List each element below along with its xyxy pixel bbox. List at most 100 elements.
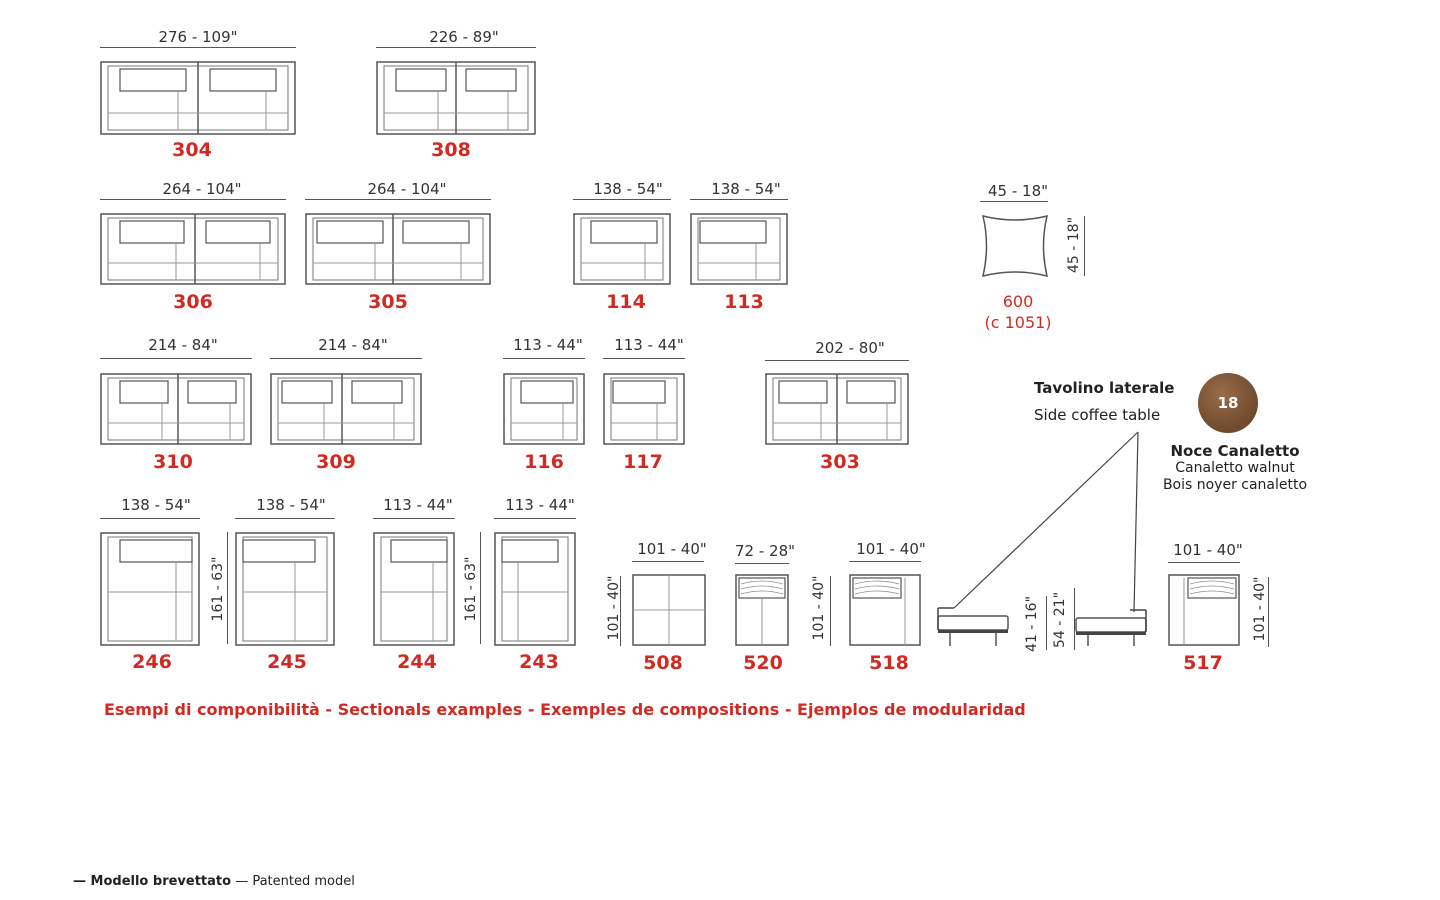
dimension-line — [100, 199, 286, 200]
model-code: 117 — [623, 451, 663, 473]
model-code: 508 — [643, 652, 683, 674]
sofa-drawing — [270, 373, 422, 445]
model-code: 113 — [724, 291, 764, 313]
table-top-drawing — [981, 214, 1049, 278]
dimension-line-vertical — [1074, 588, 1075, 650]
dimension-label: 264 - 104" — [367, 180, 447, 198]
dimension-line — [765, 360, 909, 361]
chaise-drawing — [100, 532, 200, 646]
finish-name-it: Noce Canaletto — [1170, 442, 1300, 460]
dimension-label-vertical: 101 - 40" — [1252, 576, 1268, 642]
model-code: 306 — [173, 291, 213, 313]
dimension-line — [849, 561, 921, 562]
chaise-drawing — [494, 532, 576, 646]
dimension-line-vertical — [1084, 216, 1085, 276]
back-module-drawing — [735, 574, 789, 646]
model-code: 600 — [1002, 292, 1034, 311]
model-code: 303 — [820, 451, 860, 473]
dimension-line — [100, 358, 252, 359]
dimension-line — [1168, 562, 1240, 563]
dimension-label: 101 - 40" — [856, 540, 926, 558]
model-code: 245 — [267, 651, 307, 673]
dimension-label: 45 - 18" — [987, 182, 1049, 200]
dimension-label: 276 - 109" — [158, 28, 238, 46]
back-module-drawing — [849, 574, 921, 646]
patent-note-it: — Modello brevettato — [73, 874, 232, 889]
dimension-label-vertical: 101 - 40" — [811, 575, 827, 641]
dimension-label: 214 - 84" — [148, 336, 218, 354]
chaise-drawing — [373, 532, 455, 646]
sectionals-caption: Esempi di componibilità - Sectionals exa… — [104, 700, 1026, 719]
sofa-drawing — [573, 213, 671, 285]
dimension-line — [690, 199, 788, 200]
model-code: 116 — [524, 451, 564, 473]
dimension-label: 101 - 40" — [1173, 541, 1243, 559]
dimension-label: 113 - 44" — [513, 336, 583, 354]
dimension-label: 138 - 54" — [121, 496, 191, 514]
model-code: 246 — [132, 651, 172, 673]
dimension-line — [100, 47, 296, 48]
dimension-line — [980, 201, 1048, 202]
sofa-drawing — [305, 213, 491, 285]
dimension-line — [373, 518, 455, 519]
finish-name-fr: Bois noyer canaletto — [1162, 477, 1308, 493]
side-table-height-low: 41 - 16" — [1024, 595, 1040, 653]
dimension-label: 113 - 44" — [505, 496, 575, 514]
sofa-drawing — [765, 373, 909, 445]
dimension-label: 72 - 28" — [735, 542, 796, 560]
dimension-label: 214 - 84" — [318, 336, 388, 354]
model-code: 305 — [368, 291, 408, 313]
ottoman-drawing — [632, 574, 706, 646]
model-code: 244 — [397, 651, 437, 673]
table-code: 600 (c 1051) — [980, 291, 1056, 333]
dimension-label-vertical: 101 - 40" — [606, 575, 622, 641]
dimension-label: 138 - 54" — [256, 496, 326, 514]
dimension-label: 101 - 40" — [637, 540, 707, 558]
dimension-line-vertical — [830, 576, 831, 646]
side-table-height-high: 54 - 21" — [1052, 591, 1068, 649]
patent-note: — Modello brevettato — Patented model — [73, 874, 355, 889]
sofa-drawing — [690, 213, 788, 285]
chaise-drawing — [235, 532, 335, 646]
back-module-drawing — [1168, 574, 1240, 646]
sofa-drawing — [603, 373, 685, 445]
dimension-label: 226 - 89" — [429, 28, 499, 46]
sofa-drawing — [100, 61, 296, 135]
dimension-line-vertical — [1046, 596, 1047, 650]
model-code: 114 — [606, 291, 646, 313]
dimension-line — [603, 358, 685, 359]
patent-note-en: — Patented model — [231, 874, 355, 889]
dimension-line — [376, 47, 536, 48]
dimension-line-vertical — [480, 532, 481, 644]
dimension-label: 138 - 54" — [593, 180, 663, 198]
dimension-line — [100, 518, 200, 519]
side-table-subtitle: Side coffee table — [1034, 406, 1161, 424]
dimension-line — [494, 518, 576, 519]
dimension-line — [305, 199, 491, 200]
dimension-label: 202 - 80" — [815, 339, 885, 357]
sofa-drawing — [100, 373, 252, 445]
finish-names: Noce Canaletto Canaletto walnut Bois noy… — [1150, 443, 1320, 494]
dimension-line — [235, 518, 335, 519]
model-code: 304 — [172, 139, 212, 161]
model-code-sub: (c 1051) — [984, 313, 1052, 332]
dimension-line — [503, 358, 585, 359]
finish-name-en: Canaletto walnut — [1175, 460, 1295, 476]
model-code: 310 — [153, 451, 193, 473]
dimension-line — [632, 561, 704, 562]
sofa-drawing — [100, 213, 286, 285]
dimension-line — [573, 199, 671, 200]
sofa-drawing — [503, 373, 585, 445]
model-code: 517 — [1183, 652, 1223, 674]
model-code: 309 — [316, 451, 356, 473]
dimension-line — [735, 563, 789, 564]
model-code: 520 — [743, 652, 783, 674]
side-table-title: Tavolino laterale — [1034, 379, 1175, 397]
dimension-line-vertical — [1268, 577, 1269, 647]
dimension-label: 264 - 104" — [162, 180, 242, 198]
dimension-label: 113 - 44" — [383, 496, 453, 514]
walnut-finish-swatch: 18 — [1198, 373, 1258, 433]
dimension-line-vertical — [620, 576, 621, 646]
model-code: 308 — [431, 139, 471, 161]
sofa-drawing — [376, 61, 536, 135]
